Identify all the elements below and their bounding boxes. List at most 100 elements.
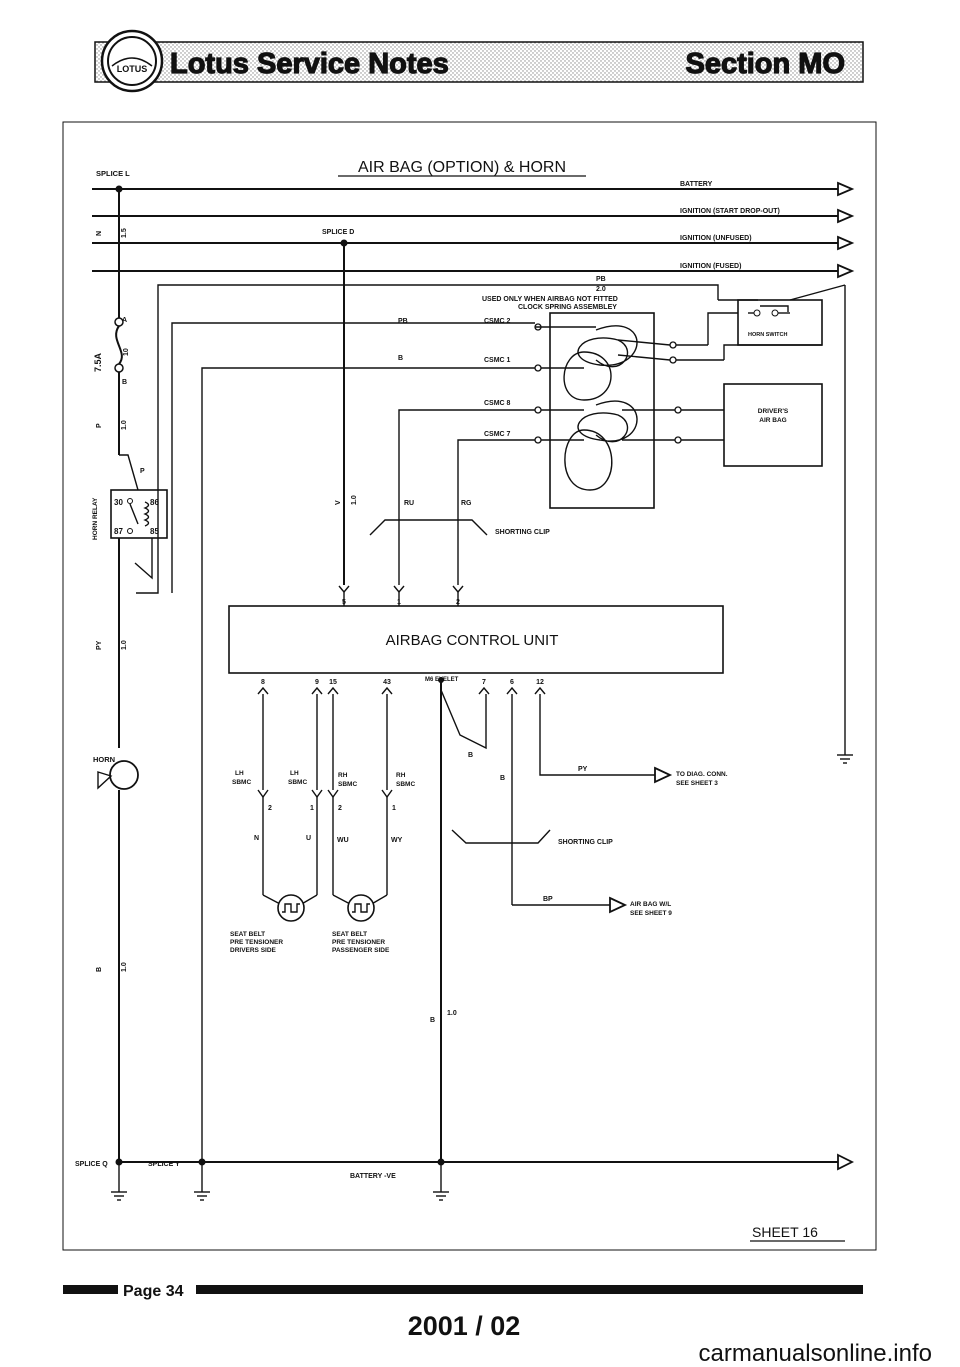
- splice-d-label: SPLICE D: [322, 229, 354, 236]
- wire-bp: BP: [543, 896, 553, 903]
- fuse-a-label: A: [122, 317, 127, 324]
- rh-sbmc-2-label: RH: [396, 772, 406, 779]
- splice-y-label: SPLICE Y: [148, 1161, 180, 1168]
- wire-v-gauge: 1.0: [351, 495, 358, 505]
- airbag-wl-1: AIR BAG W/L: [630, 901, 671, 908]
- relay-pin-30: 30: [114, 498, 123, 507]
- wire-b-gauge: 1.0: [447, 1010, 457, 1017]
- acu-pin-9: 9: [315, 679, 319, 686]
- diagram-title: AIR BAG (OPTION) & HORN: [358, 159, 566, 176]
- csc-note-1: USED ONLY WHEN AIRBAG NOT FITTED: [482, 296, 618, 303]
- airbag-control-unit: AIRBAG CONTROL UNIT: [228, 605, 724, 674]
- wire-n-gauge: 1.5: [121, 228, 128, 238]
- horn-label: HORN: [93, 755, 115, 764]
- sbmc-pin-1a: 1: [310, 805, 314, 812]
- lh-sbmc-1-label: LH: [235, 770, 244, 777]
- wire-pb-gauge-upper: PB: [596, 276, 606, 283]
- sbmc-pin-2a: 2: [268, 805, 272, 812]
- acu-title: AIRBAG CONTROL UNIT: [386, 632, 559, 649]
- supply-ign-fused-label: IGNITION (FUSED): [680, 263, 741, 270]
- logo-text: LOTUS: [117, 64, 148, 74]
- wire-b-6: B: [500, 775, 505, 782]
- watermark: carmanualsonline.info: [699, 1340, 932, 1367]
- wire-b-eyelet-2: B: [430, 1017, 435, 1024]
- diagram-frame: [62, 121, 877, 1251]
- csmc-8-label: CSMC 8: [484, 400, 511, 407]
- acu-pin-12: 12: [536, 679, 544, 686]
- relay-label: HORN RELAY: [92, 497, 99, 540]
- acu-pin-5: 5: [342, 599, 346, 606]
- to-diag-1: TO DIAG. CONN.: [676, 771, 728, 778]
- wire-b-label: B: [398, 355, 403, 362]
- csmc-connectors: [534, 323, 682, 444]
- seat-belt-driver-1: SEAT BELT: [230, 931, 265, 938]
- sbmc-pin-1b: 1: [392, 805, 396, 812]
- ground-symbols: [111, 1162, 449, 1201]
- wire-py-12: PY: [578, 766, 588, 773]
- acu-bottom-connectors: [257, 686, 546, 695]
- csmc-7-label: CSMC 7: [484, 431, 511, 438]
- to-diag-2: SEE SHEET 3: [676, 780, 718, 787]
- fuse-rating-label: 7.5A: [93, 352, 103, 372]
- wire-b-left-label: B: [96, 967, 103, 972]
- seat-belt-passenger-2: PRE TENSIONER: [332, 939, 385, 946]
- seat-belt-driver-2: PRE TENSIONER: [230, 939, 283, 946]
- lh-sbmc-1-label-2: SBMC: [232, 779, 251, 786]
- csmc-2-label: CSMC 2: [484, 318, 511, 325]
- seat-belt-passenger-1: SEAT BELT: [332, 931, 367, 938]
- csc-note-2: CLOCK SPRING ASSEMBLEY: [518, 304, 617, 311]
- lh-sbmc-2-label: LH: [290, 770, 299, 777]
- wire-v-label: V: [335, 500, 342, 505]
- airbag-wl-2: SEE SHEET 9: [630, 910, 672, 917]
- csmc-1-label: CSMC 1: [484, 357, 511, 364]
- seat-belt-passenger-3: PASSENGER SIDE: [332, 947, 390, 954]
- lotus-logo: LOTUS: [100, 29, 164, 93]
- acu-pin-2: 2: [456, 599, 460, 606]
- fuse-num-label: 10: [123, 348, 130, 356]
- acu-pin-6: 6: [510, 679, 514, 686]
- supply-battery-label: BATTERY: [680, 181, 713, 188]
- relay-pin-86: 86: [150, 498, 159, 507]
- horn-symbol: HORN: [93, 755, 139, 790]
- pretensioner-passenger: [332, 894, 388, 922]
- drivers-airbag-box: DRIVER'S AIR BAG: [723, 383, 823, 467]
- acu-pin-8: 8: [261, 679, 265, 686]
- shorting-clip-lower: SHORTING CLIP: [451, 829, 613, 846]
- wire-pb-gauge-upper-size: 2.0: [596, 286, 606, 293]
- drivers-airbag-label-2: AIR BAG: [759, 417, 786, 424]
- wire-py-label: PY: [96, 640, 103, 650]
- pretensioner-driver: [262, 894, 318, 922]
- relay-pin-85: 85: [150, 527, 159, 536]
- wire-py-gauge: 1.0: [121, 640, 128, 650]
- rh-sbmc-1-label: RH: [338, 772, 348, 779]
- header-banner: Lotus Service Notes Section MO: [94, 41, 864, 83]
- supply-ign-start-label: IGNITION (START DROP-OUT): [680, 208, 780, 215]
- rh-sbmc-1-label-2: SBMC: [338, 781, 357, 788]
- acu-pin-1: 1: [397, 599, 401, 606]
- wire-n-seat: N: [254, 835, 259, 842]
- wire-p-gauge: 1.0: [121, 420, 128, 430]
- acu-pin-7: 7: [482, 679, 486, 686]
- wire-wu-seat: WU: [337, 837, 349, 844]
- fuse-b-label: B: [122, 379, 127, 386]
- footer-date: 2001 / 02: [408, 1311, 521, 1341]
- acu-pin-15: 15: [329, 679, 337, 686]
- seat-belt-driver-3: DRIVERS SIDE: [230, 947, 277, 954]
- sheet-label: SHEET 16: [752, 1224, 818, 1240]
- lh-sbmc-2-label-2: SBMC: [288, 779, 307, 786]
- wire-rg-label: RG: [461, 500, 472, 507]
- supply-ign-unfused-label: IGNITION (UNFUSED): [680, 235, 752, 242]
- horn-switch: HORN SWITCH: [718, 284, 846, 346]
- relay-p-label: P: [140, 468, 145, 475]
- page-number: Page 34: [123, 1283, 184, 1300]
- wire-n-label: N: [96, 231, 103, 236]
- splice-q-label: SPLICE Q: [75, 1161, 108, 1168]
- wire-pb-label: PB: [398, 318, 408, 325]
- horn-relay: P 30 86 87 85 HORN RELAY: [92, 454, 168, 540]
- sbmc-connectors: [257, 789, 393, 799]
- supply-lines: BATTERY IGNITION (START DROP-OUT) IGNITI…: [92, 181, 855, 279]
- header-title: Lotus Service Notes: [170, 48, 449, 80]
- header-section: Section MO: [685, 48, 845, 80]
- footer: Page 34 2001 / 02 carmanualsonline.info: [63, 1283, 932, 1367]
